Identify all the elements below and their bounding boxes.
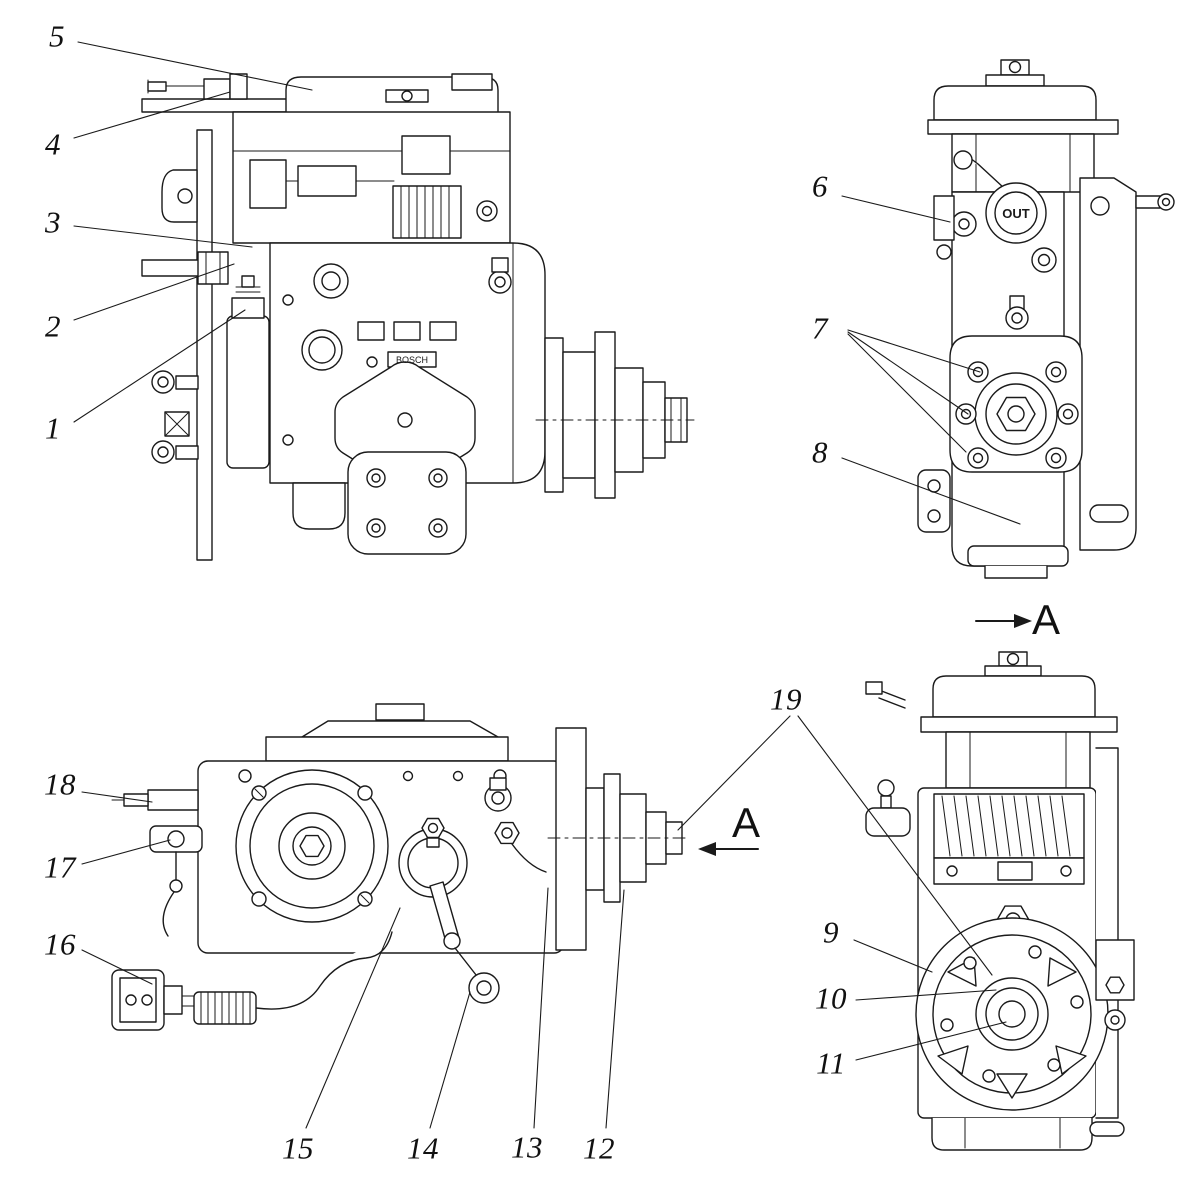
callout-5: 5 [49,18,65,54]
view-rear-a [865,651,1135,1151]
arrow-left-icon [698,842,716,856]
view-direction-arrows [698,614,1032,856]
callout-2: 2 [45,308,61,344]
callout-16: 16 [44,926,76,962]
callout-3: 3 [45,204,61,240]
brand-label: BOSCH [396,355,428,365]
callout-15: 15 [282,1130,314,1166]
view-side-right [111,703,691,1031]
callout-9: 9 [823,914,839,950]
callout-10: 10 [815,980,847,1016]
callout-12: 12 [583,1130,615,1166]
out-port-label: OUT [1002,206,1030,221]
callout-4: 4 [45,126,61,162]
view-label-a: A [731,799,761,846]
callout-13: 13 [511,1129,543,1165]
callout-14: 14 [407,1130,439,1166]
view-side-left: BOSCH [141,73,695,561]
callout-11: 11 [816,1045,846,1081]
callout-8: 8 [812,434,828,470]
callout-1: 1 [45,410,61,446]
view-front-right: OUT [917,59,1175,579]
callout-7: 7 [812,310,828,346]
view-direction-label-a: A [1031,596,1061,643]
callout-19: 19 [770,681,802,717]
callout-6: 6 [812,168,828,204]
callout-17: 17 [44,849,76,885]
callout-18: 18 [44,766,76,802]
arrow-right-icon [1014,614,1032,628]
leader-lines [73,41,1021,1129]
